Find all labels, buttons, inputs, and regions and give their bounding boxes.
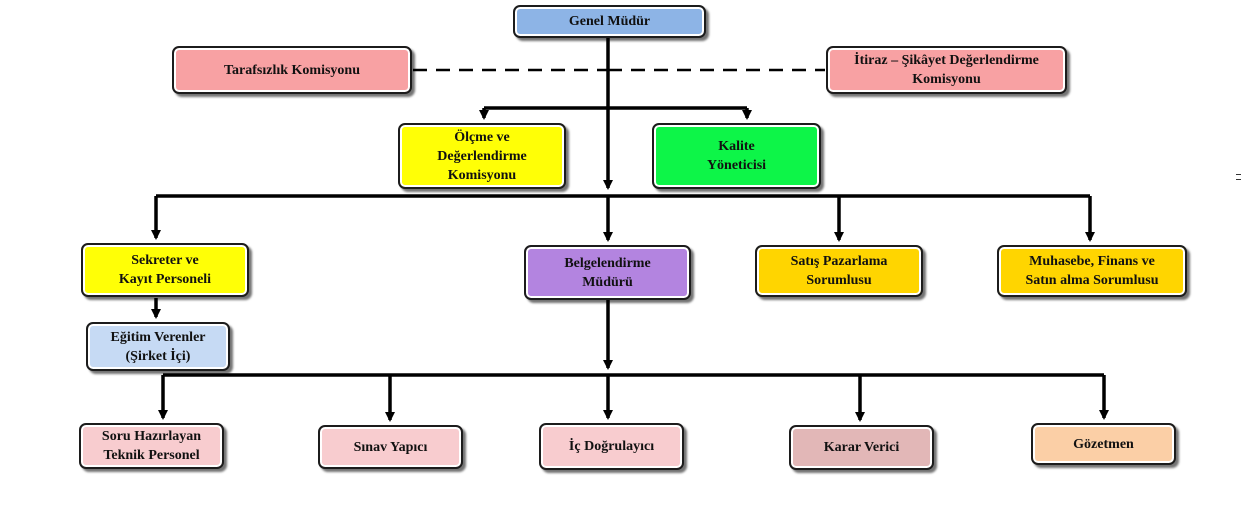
satis-pazarlama-sorumlusu-box: Satış Pazarlama Sorumlusu (755, 245, 923, 297)
karar-verici-box: Karar Verici (789, 425, 934, 470)
sinav-yapici-label: Sınav Yapıcı (353, 439, 428, 455)
satis-pazarlama-sorumlusu-label: Satış Pazarlama Sorumlusu (790, 254, 888, 288)
ic-dogrulayici-label: İç Doğrulayıcı (568, 439, 655, 454)
olcme-degerlendirme-komisyonu-box: Ölçme ve Değerlendirme Komisyonu (398, 123, 566, 189)
tarafsizlik-komisyonu-label: Tarafsızlık Komisyonu (223, 62, 360, 78)
soru-hazirlayan-label: Soru Hazırlayan Teknik Personel (101, 429, 202, 463)
edge-mark (1236, 174, 1241, 180)
muhasebe-finans-satin-alma-label: Muhasebe, Finans ve Satın alma Sorumlusu (1025, 254, 1159, 288)
genel-mudur-box: Genel Müdür (513, 5, 706, 38)
tarafsizlik-komisyonu-box: Tarafsızlık Komisyonu (172, 46, 412, 94)
sekreter-kayit-personeli-box: Sekreter ve Kayıt Personeli (81, 243, 249, 297)
karar-verici-label: Karar Verici (823, 440, 900, 455)
egitim-verenler-label: Eğitim Verenler (Şirket İçi) (110, 329, 206, 364)
gozetmen-label: Gözetmen (1073, 436, 1134, 452)
sinav-yapici-box: Sınav Yapıcı (318, 425, 463, 469)
sekreter-kayit-personeli-label: Sekreter ve Kayıt Personeli (118, 253, 212, 287)
belgelendirme-muduru-box: Belgelendirme Müdürü (524, 245, 691, 300)
olcme-degerlendirme-komisyonu-label: Ölçme ve Değerlendirme Komisyonu (437, 129, 527, 183)
genel-mudur-label: Genel Müdür (568, 14, 651, 29)
egitim-verenler-box: Eğitim Verenler (Şirket İçi) (86, 322, 230, 371)
kalite-yoneticisi-box: Kalite Yöneticisi (652, 123, 821, 189)
itiraz-sikayet-komisyonu-box: İtiraz – Şikâyet Değerlendirme Komisyonu (826, 46, 1067, 94)
gozetmen-box: Gözetmen (1031, 423, 1176, 465)
soru-hazirlayan-box: Soru Hazırlayan Teknik Personel (79, 423, 224, 469)
belgelendirme-muduru-label: Belgelendirme Müdürü (564, 255, 651, 290)
kalite-yoneticisi-label: Kalite Yöneticisi (706, 139, 767, 173)
itiraz-sikayet-komisyonu-label: İtiraz – Şikâyet Değerlendirme Komisyonu (854, 53, 1039, 87)
ic-dogrulayici-box: İç Doğrulayıcı (539, 423, 684, 470)
muhasebe-finans-satin-alma-box: Muhasebe, Finans ve Satın alma Sorumlusu (997, 245, 1187, 297)
